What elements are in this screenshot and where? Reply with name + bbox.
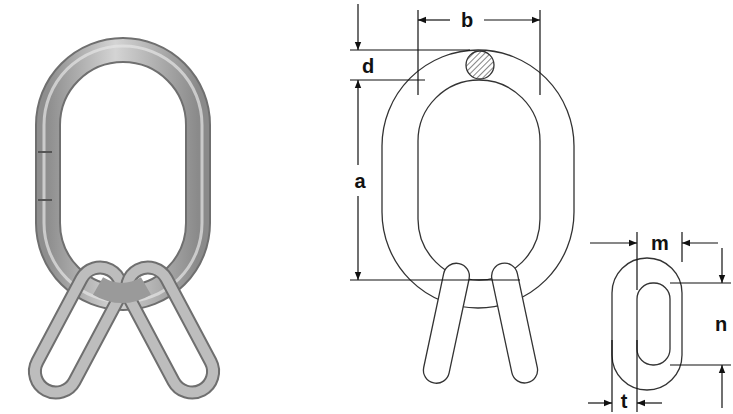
dimension-label: a <box>352 171 367 191</box>
dimension-label: m <box>649 233 671 253</box>
dimension-label: n <box>713 314 729 334</box>
master-link-outline <box>382 50 574 386</box>
end-link-dimensions <box>588 232 731 412</box>
master-link-render <box>28 46 221 400</box>
dimension-label: t <box>619 391 630 411</box>
dimension-label: b <box>459 10 475 30</box>
end-link-outline <box>612 258 682 390</box>
dimension-lines <box>350 4 540 280</box>
dimension-label: d <box>360 56 376 76</box>
